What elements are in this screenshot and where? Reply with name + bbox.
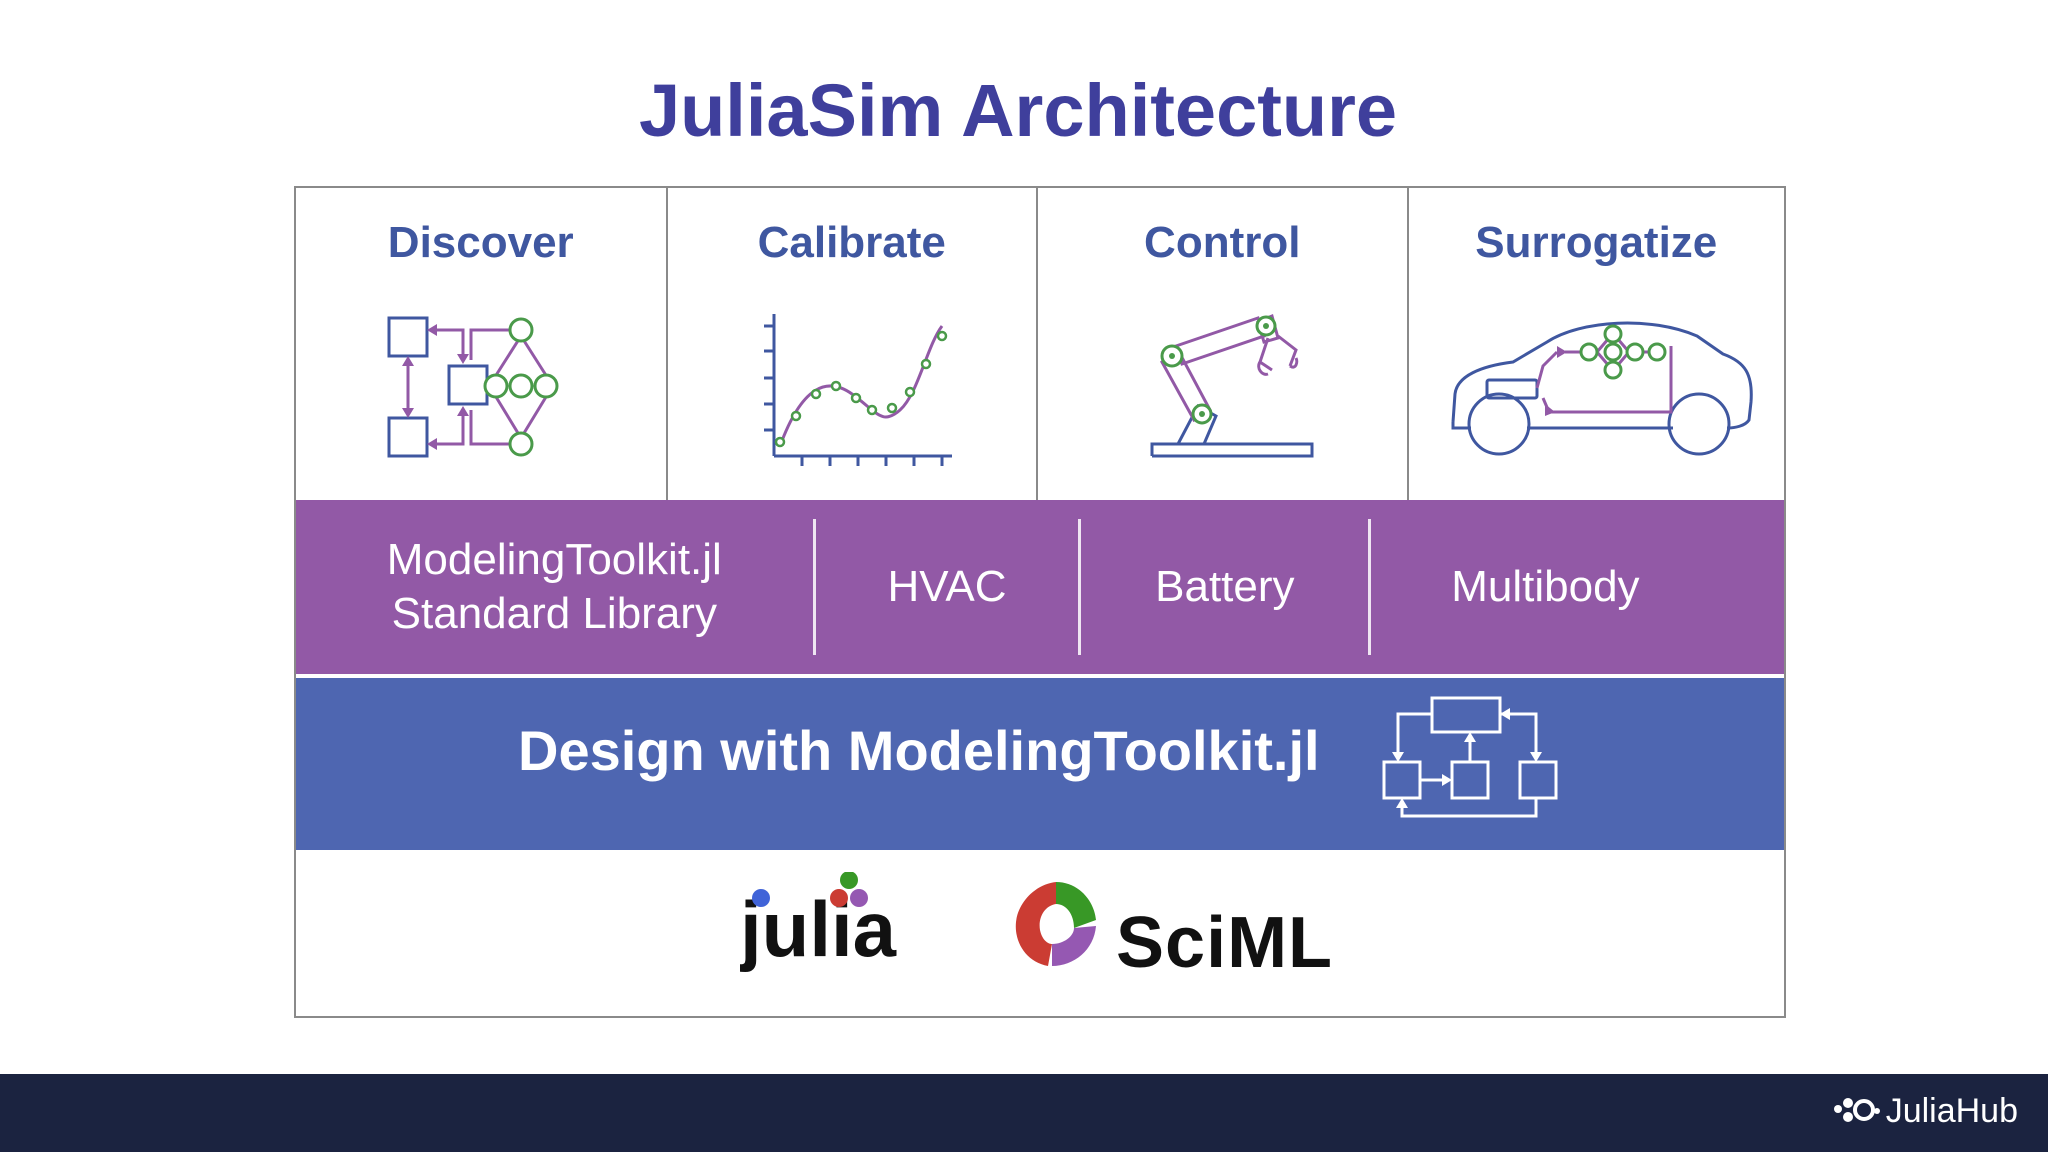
- capability-calibrate: Calibrate: [668, 188, 1038, 500]
- library-multibody: Multibody: [1371, 500, 1784, 674]
- capability-surrogatize: Surrogatize: [1409, 188, 1785, 500]
- page-title: JuliaSim Architecture: [638, 69, 1398, 152]
- library-stdlib-line2: Standard Library: [391, 589, 717, 638]
- divider: [812, 519, 816, 655]
- divider: [1078, 519, 1082, 655]
- library-stdlib-line1: ModelingToolkit.jl: [386, 535, 722, 584]
- car-network-icon: [1451, 321, 1754, 456]
- foundation-row: julia SciML: [296, 850, 1784, 1018]
- curve-fit-icon: [763, 314, 952, 466]
- architecture-diagram: Discover: [294, 186, 1786, 1018]
- design-label: Design with ModelingToolkit.jl: [518, 719, 1320, 782]
- divider: [296, 674, 1784, 678]
- libraries-band: ModelingToolkit.jl Standard Library HVAC…: [296, 500, 1784, 674]
- design-band: Design with ModelingToolkit.jl: [296, 678, 1784, 850]
- flow-network-icon: [387, 316, 559, 458]
- capability-label: Calibrate: [757, 218, 946, 267]
- sciml-logo-mark: [1008, 876, 1104, 977]
- library-stdlib: ModelingToolkit.jl Standard Library: [296, 500, 813, 674]
- divider: [1368, 519, 1372, 655]
- library-multibody-label: Multibody: [1451, 562, 1640, 611]
- capability-label: Surrogatize: [1475, 218, 1718, 267]
- capability-label: Control: [1144, 218, 1301, 267]
- library-battery: Battery: [1081, 500, 1368, 674]
- julia-logo: julia: [738, 871, 910, 987]
- juliahub-brand-text: JuliaHub: [1885, 1092, 2018, 1130]
- sciml-logo-text: SciML: [1116, 903, 1334, 983]
- footer-bar: JuliaHub: [0, 1074, 2048, 1152]
- capability-control: Control: [1038, 188, 1409, 500]
- juliahub-brand: JuliaHub: [1832, 1092, 2018, 1131]
- capability-discover: Discover: [296, 188, 668, 500]
- juliahub-logo-icon: [1833, 1097, 1880, 1122]
- block-diagram-icon: [1382, 696, 1558, 818]
- capability-label: Discover: [387, 218, 574, 267]
- library-hvac: HVAC: [816, 500, 1079, 674]
- capabilities-row: Discover: [296, 188, 1784, 500]
- library-battery-label: Battery: [1155, 562, 1295, 611]
- robot-arm-icon: [1150, 313, 1314, 458]
- library-hvac-label: HVAC: [887, 562, 1007, 611]
